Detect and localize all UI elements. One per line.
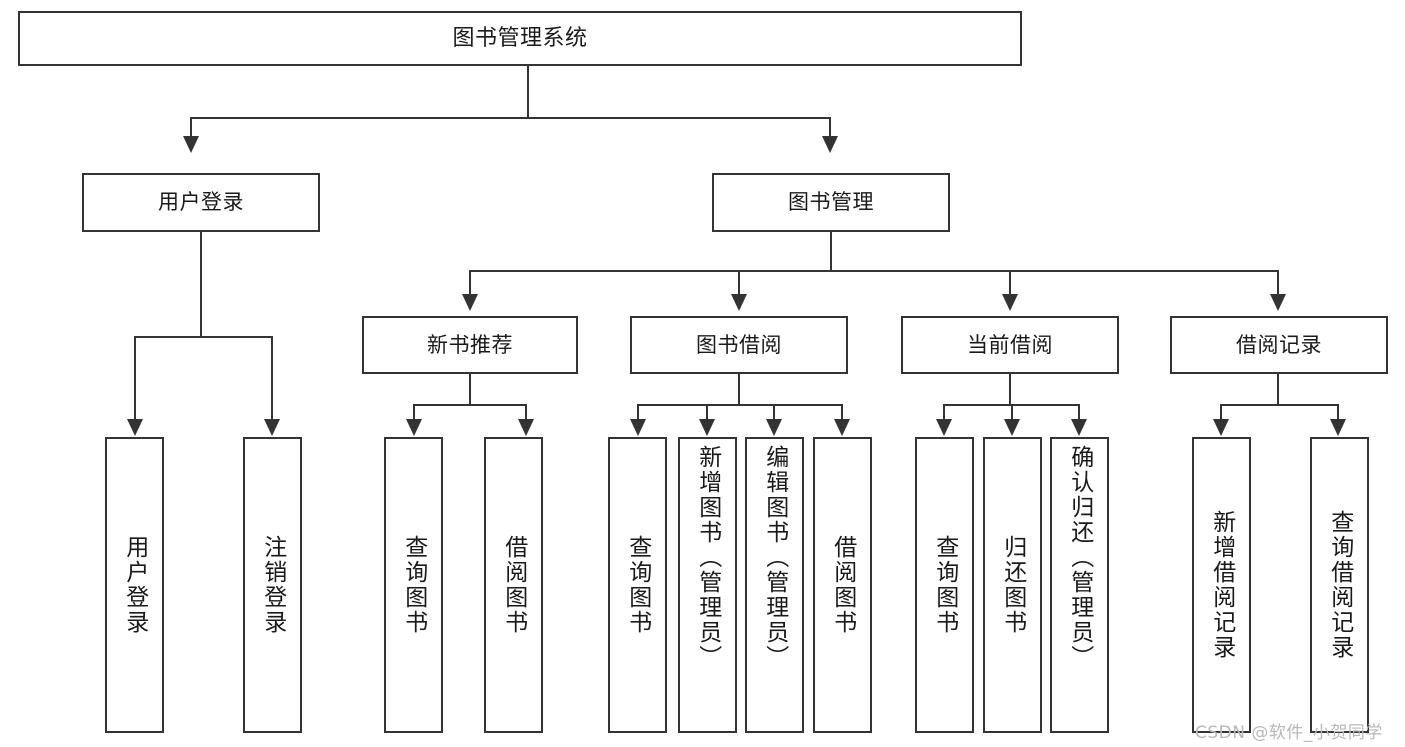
node-label: 当前借阅 xyxy=(967,332,1053,357)
connector-record-bus xyxy=(1220,404,1338,406)
leaf-current-query-book[interactable]: 查询图书 xyxy=(915,437,974,733)
node-label: 注销登录 xyxy=(259,535,286,635)
node-label: 查询图书 xyxy=(931,535,958,635)
node-label: 用户登录 xyxy=(158,190,244,215)
arrow-to-current-borrow xyxy=(1002,294,1018,311)
leaf-recommend-query-book[interactable]: 查询图书 xyxy=(384,437,443,733)
arrow-to-leaf-confirm-return xyxy=(1071,419,1087,436)
connector-current-stem xyxy=(1009,374,1011,406)
arrow-to-leaf-add-record xyxy=(1213,419,1229,436)
node-label: 查询图书 xyxy=(400,535,427,635)
leaf-record-query[interactable]: 查询借阅记录 xyxy=(1310,437,1369,733)
node-user-login[interactable]: 用户登录 xyxy=(82,173,320,232)
node-book-borrow[interactable]: 图书借阅 xyxy=(630,316,848,374)
connector-record-stem xyxy=(1277,374,1279,406)
connector-root-drop-right xyxy=(829,117,831,139)
arrow-to-book-borrow xyxy=(731,294,747,311)
node-label: 新书推荐 xyxy=(427,332,513,357)
node-label: 用户登录 xyxy=(121,535,148,635)
connector-recommend-drop-1 xyxy=(413,404,415,422)
connector-borrow-drop-1 xyxy=(637,404,639,422)
node-label: 归还图书 xyxy=(999,535,1026,635)
leaf-current-return-book[interactable]: 归还图书 xyxy=(983,437,1042,733)
connector-book-manage-stem xyxy=(830,232,832,272)
connector-recommend-stem xyxy=(469,374,471,406)
connector-current-drop-2 xyxy=(1011,404,1013,422)
node-label: 图书借阅 xyxy=(696,332,782,357)
arrow-to-leaf-query-book-1 xyxy=(406,419,422,436)
leaf-logout[interactable]: 注销登录 xyxy=(243,437,302,733)
node-label: 查询图书 xyxy=(624,535,651,635)
arrow-to-leaf-logout xyxy=(264,419,280,436)
arrow-to-new-book-recommend xyxy=(462,294,478,311)
node-root-system[interactable]: 图书管理系统 xyxy=(18,11,1022,66)
arrow-to-leaf-borrow-book-1 xyxy=(518,419,534,436)
node-label: 借阅图书 xyxy=(829,535,856,635)
connector-current-drop-3 xyxy=(1078,404,1080,422)
arrow-to-leaf-query-book-3 xyxy=(936,419,952,436)
connector-borrow-drop-4 xyxy=(841,404,843,422)
node-label: 编辑图书（管理员） xyxy=(761,445,788,670)
connector-book-manage-bus xyxy=(469,270,1278,272)
leaf-borrow-edit-book[interactable]: 编辑图书（管理员） xyxy=(745,437,804,733)
node-borrow-record[interactable]: 借阅记录 xyxy=(1170,316,1388,374)
connector-l3-drop-3 xyxy=(1009,270,1011,296)
node-current-borrow[interactable]: 当前借阅 xyxy=(901,316,1119,374)
connector-l3-drop-2 xyxy=(738,270,740,296)
connector-user-login-drop-2 xyxy=(271,336,273,421)
leaf-current-confirm-return[interactable]: 确认归还（管理员） xyxy=(1050,437,1109,733)
connector-root-drop-left xyxy=(190,117,192,139)
leaf-borrow-add-book[interactable]: 新增图书（管理员） xyxy=(678,437,737,733)
node-label: 查询借阅记录 xyxy=(1326,510,1353,660)
connector-user-login-drop-1 xyxy=(134,336,136,421)
csdn-watermark: CSDN @软件_小贺同学 xyxy=(1195,723,1383,743)
connector-recommend-bus xyxy=(413,404,527,406)
leaf-record-add[interactable]: 新增借阅记录 xyxy=(1192,437,1251,733)
connector-record-drop-1 xyxy=(1220,404,1222,422)
arrow-to-leaf-edit-book xyxy=(766,419,782,436)
node-book-management[interactable]: 图书管理 xyxy=(712,173,950,232)
node-label: 图书管理系统 xyxy=(452,25,588,51)
leaf-borrow-borrow-book[interactable]: 借阅图书 xyxy=(813,437,872,733)
connector-record-drop-2 xyxy=(1337,404,1339,422)
leaf-user-login[interactable]: 用户登录 xyxy=(105,437,164,733)
arrow-to-user-login xyxy=(183,136,199,153)
node-label: 确认归还（管理员） xyxy=(1066,445,1093,670)
connector-root-stem xyxy=(527,66,529,118)
connector-user-login-bus xyxy=(134,336,272,338)
connector-l3-drop-4 xyxy=(1277,270,1279,296)
node-label: 借阅记录 xyxy=(1236,332,1322,357)
arrow-to-leaf-add-book xyxy=(699,419,715,436)
node-label: 借阅图书 xyxy=(500,535,527,635)
arrow-to-leaf-query-record xyxy=(1330,419,1346,436)
leaf-borrow-query-book[interactable]: 查询图书 xyxy=(608,437,667,733)
arrow-to-leaf-query-book-2 xyxy=(630,419,646,436)
connector-recommend-drop-2 xyxy=(525,404,527,422)
connector-borrow-bus xyxy=(637,404,843,406)
connector-borrow-drop-2 xyxy=(706,404,708,422)
connector-user-login-stem xyxy=(200,232,202,337)
connector-borrow-stem xyxy=(738,374,740,406)
connector-root-bus xyxy=(190,117,830,119)
leaf-recommend-borrow-book[interactable]: 借阅图书 xyxy=(484,437,543,733)
node-label: 图书管理 xyxy=(788,190,874,215)
node-label: 新增图书（管理员） xyxy=(694,445,721,670)
arrow-to-leaf-user-login xyxy=(127,419,143,436)
arrow-to-book-manage xyxy=(822,136,838,153)
connector-l3-drop-1 xyxy=(469,270,471,296)
arrow-to-leaf-return-book xyxy=(1004,419,1020,436)
arrow-to-leaf-borrow-book-2 xyxy=(834,419,850,436)
arrow-to-borrow-record xyxy=(1270,294,1286,311)
node-new-book-recommend[interactable]: 新书推荐 xyxy=(362,316,578,374)
node-label: 新增借阅记录 xyxy=(1208,510,1235,660)
connector-borrow-drop-3 xyxy=(773,404,775,422)
connector-current-drop-1 xyxy=(943,404,945,422)
